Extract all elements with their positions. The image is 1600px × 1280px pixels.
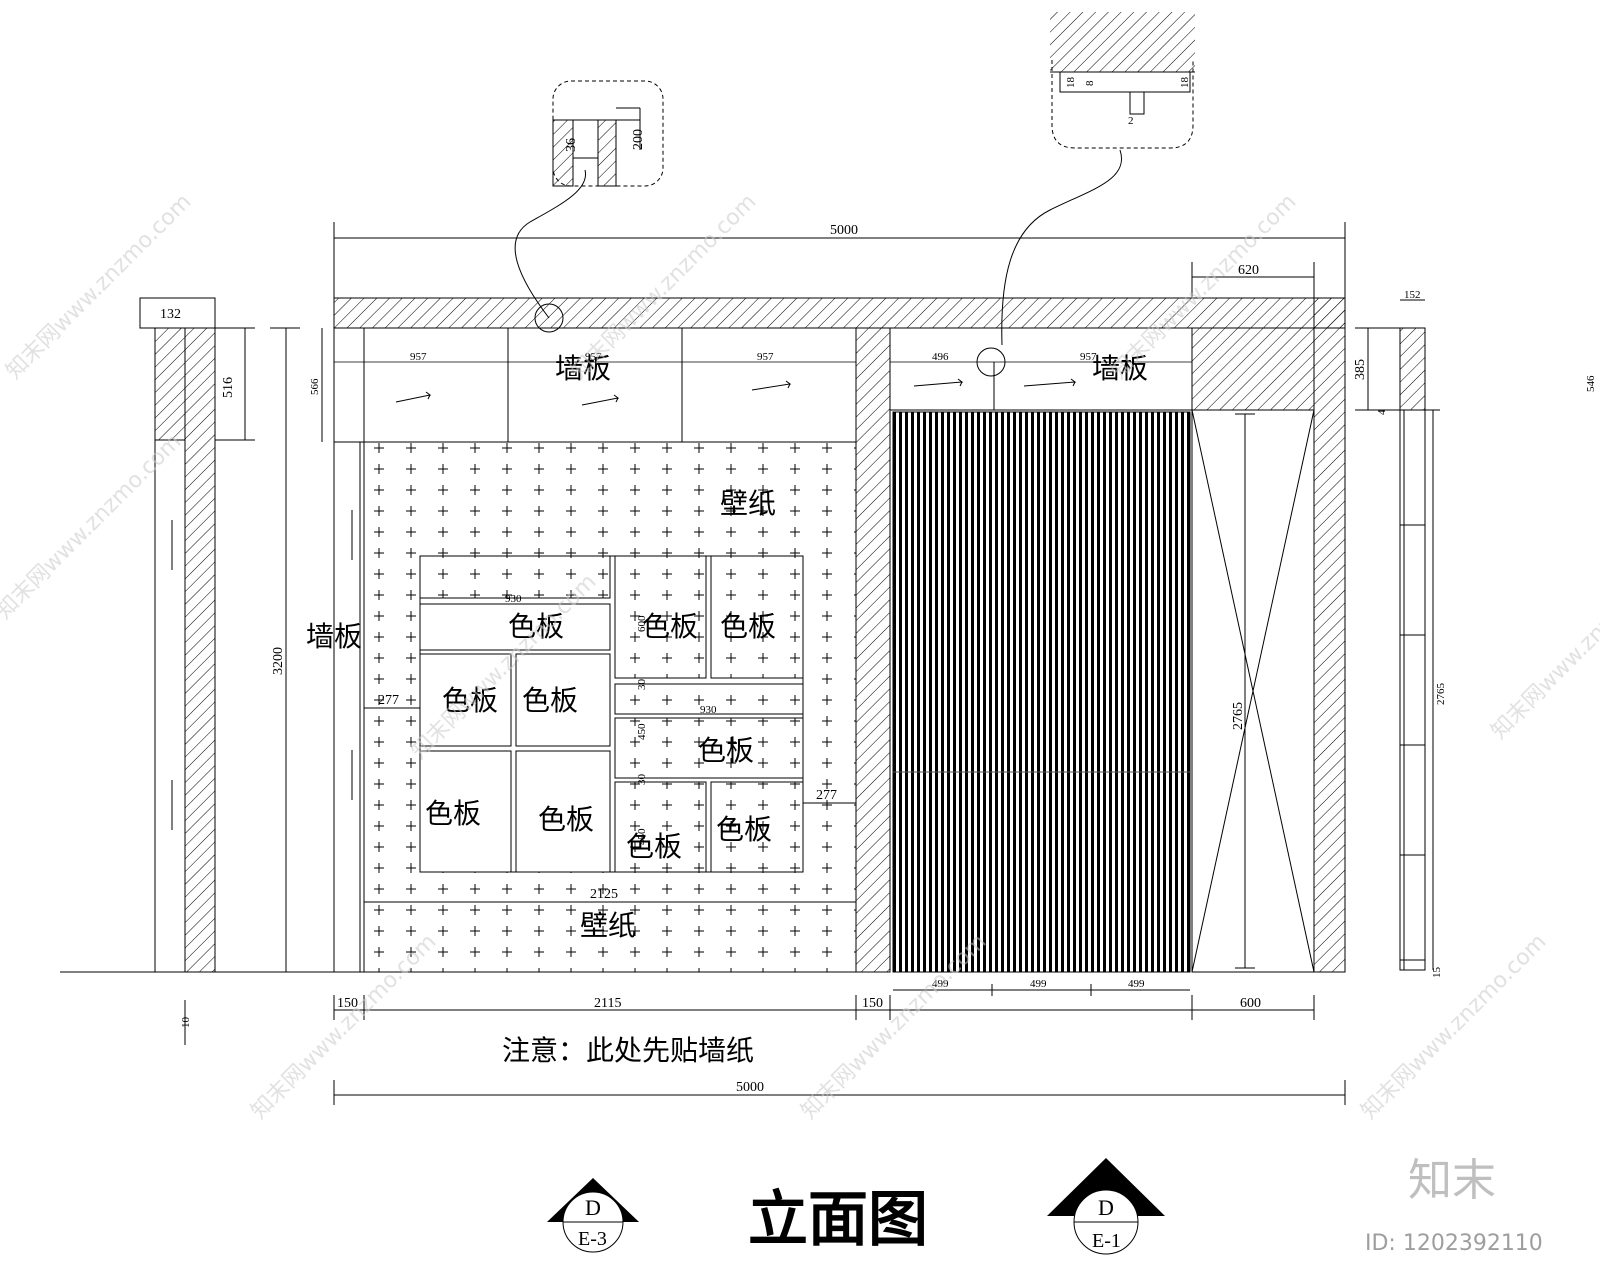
wall-panel-label-top-left: 墙板 <box>555 352 611 385</box>
dim-150-b: 150 <box>862 996 883 1011</box>
watermark-2: 知末网www.znzmo.com <box>567 189 762 384</box>
color-panel-2: 色板 <box>642 610 698 643</box>
dim-499-a: 499 <box>932 978 949 990</box>
dim-385: 385 <box>1353 359 1368 380</box>
dim-2115: 2115 <box>594 996 621 1011</box>
section-right-top: D <box>1098 1195 1114 1220</box>
dim-2765-main: 2765 <box>1231 702 1246 730</box>
dim-600: 600 <box>636 615 648 632</box>
dim-3200: 3200 <box>271 647 286 675</box>
dim-600-bottom: 600 <box>1240 996 1261 1011</box>
dim-bottom-total: 5000 <box>333 1080 1346 1105</box>
detail-200-label: 200 <box>631 129 646 150</box>
section-mark-left: D E-3 <box>547 1178 639 1253</box>
top-cabinets-right: 496 957 墙板 <box>889 327 1193 411</box>
detail-18b-label: 18 <box>1179 77 1191 89</box>
dim-516: 516 <box>221 377 236 398</box>
dim-499-b: 499 <box>1030 978 1047 990</box>
color-panel-grid: 色板 色板 色板 色板 色板 色板 色板 色板 色板 色板 930 930 60… <box>364 555 856 902</box>
watermark-9: 知末网www.znzmo.com <box>1357 929 1552 1124</box>
detail-8-label: 8 <box>1084 80 1096 86</box>
ceiling-band <box>333 297 1346 329</box>
dim-bottom-row: 150 2115 150 600 499 499 499 <box>333 978 1315 1020</box>
dim-152: 152 <box>1404 289 1421 301</box>
dim-930-a: 930 <box>505 593 522 605</box>
dim-450-b: 450 <box>636 828 648 845</box>
dim-30-b: 30 <box>636 774 648 786</box>
dim-546: 546 <box>1585 375 1597 392</box>
detail-left: 36 200 <box>514 80 664 333</box>
dim-2125: 2125 <box>590 887 618 902</box>
dim-5000-bottom: 5000 <box>736 1080 764 1095</box>
brand-id: ID: 1202392110 <box>1365 1231 1543 1256</box>
dim-620: 620 <box>1191 262 1315 298</box>
dim-4: 4 <box>1376 409 1388 415</box>
brand-logo: 知末 <box>1408 1155 1496 1206</box>
color-panel-5: 色板 <box>522 684 578 717</box>
section-left-bottom: E-3 <box>578 1228 607 1250</box>
note-text: 注意：此处先贴墙纸 <box>502 1034 754 1067</box>
left-section: 132 516 3200 566 10 <box>60 297 353 1045</box>
dim-957-d: 957 <box>1080 351 1097 363</box>
center-column <box>855 327 891 973</box>
dim-15: 15 <box>1431 967 1443 979</box>
dim-5000-top: 5000 <box>830 223 858 238</box>
detail-right: 18 8 18 2 <box>976 12 1195 377</box>
color-panel-1: 色板 <box>508 610 564 643</box>
dim-957-a: 957 <box>410 351 427 363</box>
dim-132: 132 <box>160 307 181 322</box>
detail-2-label: 2 <box>1128 115 1134 127</box>
right-section: 152 385 4 15 2765 546 <box>1353 289 1597 978</box>
dim-450-a: 450 <box>636 723 648 740</box>
page-title: 立面图 <box>748 1185 928 1255</box>
dim-2765-side: 2765 <box>1435 683 1447 706</box>
dim-620-label: 620 <box>1238 263 1259 278</box>
dim-957-c: 957 <box>757 351 774 363</box>
wallpaper-label-bottom: 壁纸 <box>580 909 636 942</box>
wallpaper-label-top: 壁纸 <box>720 487 776 520</box>
color-panel-3: 色板 <box>720 610 776 643</box>
slatted-door <box>892 411 1191 973</box>
dim-496: 496 <box>932 351 949 363</box>
watermark-6: 知末网www.znzmo.com <box>1487 549 1600 744</box>
wall-panel-label-top-right: 墙板 <box>1092 352 1148 385</box>
watermark-4: 知末网www.znzmo.com <box>0 429 186 624</box>
dim-10-left: 10 <box>180 1017 192 1029</box>
section-mark-right: D E-1 <box>1047 1158 1165 1255</box>
dim-150-a: 150 <box>337 996 358 1011</box>
dim-top-total: 5000 <box>333 222 1346 298</box>
color-panel-4: 色板 <box>442 684 498 717</box>
right-storage: 2765 <box>1191 327 1315 973</box>
detail-18-label: 18 <box>1065 77 1077 89</box>
dim-277-right: 277 <box>816 788 837 803</box>
dim-30-a: 30 <box>636 679 648 691</box>
wall-panel-label-left: 墙板 <box>306 620 362 653</box>
dim-566: 566 <box>309 378 321 395</box>
detail-36-label: 36 <box>564 138 579 152</box>
dim-277-left: 277 <box>378 693 399 708</box>
color-panel-10: 色板 <box>716 813 772 846</box>
color-panel-6: 色板 <box>698 734 754 767</box>
right-wall <box>1313 297 1346 973</box>
section-left-top: D <box>585 1195 601 1220</box>
dim-930-b: 930 <box>700 704 717 716</box>
dim-499-c: 499 <box>1128 978 1145 990</box>
section-right-bottom: E-1 <box>1092 1230 1121 1252</box>
color-panel-8: 色板 <box>538 803 594 836</box>
dim-957-b: 957 <box>585 351 602 363</box>
color-panel-9: 色板 <box>626 830 682 863</box>
color-panel-7: 色板 <box>425 797 481 830</box>
